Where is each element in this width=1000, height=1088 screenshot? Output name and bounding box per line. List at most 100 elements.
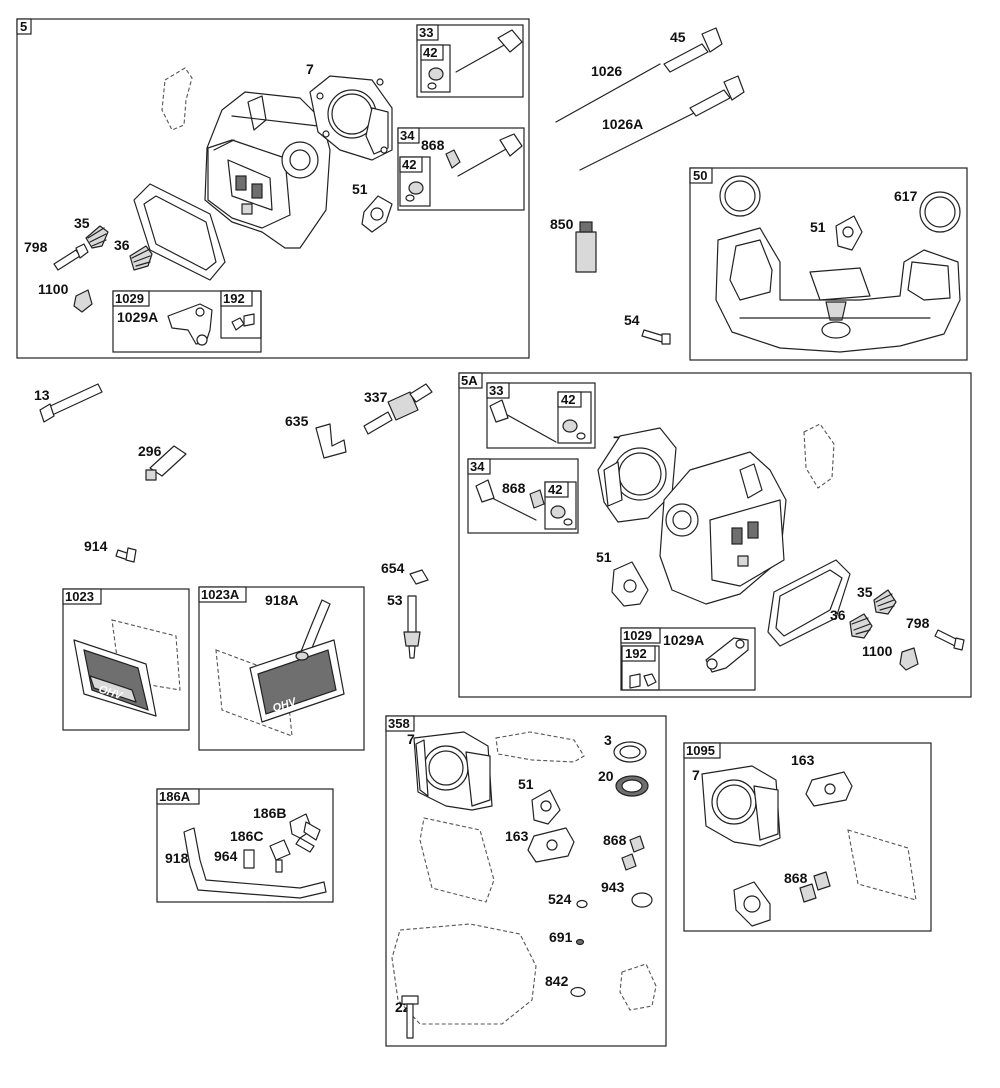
dowel-868d1[interactable]	[813, 871, 831, 891]
head-gasket-7b[interactable]	[597, 427, 677, 523]
oring-524[interactable]	[576, 899, 588, 909]
gasket-ring-617[interactable]	[919, 191, 961, 233]
valve-lifter-45[interactable]	[663, 27, 745, 117]
group-186A-tag: 186A	[159, 789, 191, 804]
oring-842[interactable]	[570, 986, 586, 998]
group-192b-tag: 192	[625, 646, 647, 661]
rocker-cover-gasket[interactable]	[133, 183, 226, 281]
screw-54[interactable]	[641, 329, 665, 343]
valve-cover-1023[interactable]: OHV	[73, 639, 157, 717]
group-5-tag: 5	[20, 19, 27, 34]
cylinder-head-5[interactable]	[204, 91, 331, 249]
oil-seal-20[interactable]	[615, 775, 649, 797]
label-20: 20	[598, 768, 614, 784]
label-35b: 35	[857, 584, 873, 600]
valve-spring-36[interactable]	[129, 245, 153, 271]
label-850: 850	[550, 216, 574, 232]
gasket-1095-small[interactable]	[733, 881, 771, 927]
label-35a: 35	[74, 215, 90, 231]
label-337: 337	[364, 389, 388, 405]
group-1095: 1095 7 163 868	[683, 742, 932, 932]
oring-943[interactable]	[631, 892, 653, 908]
label-798a: 798	[24, 239, 48, 255]
label-51: 51	[352, 181, 368, 197]
bolt-13[interactable]	[39, 383, 103, 423]
fitting-186C[interactable]	[269, 839, 291, 873]
part-1100b[interactable]	[899, 647, 919, 671]
group-34-tag: 34	[400, 128, 415, 143]
head-gasket-7[interactable]	[309, 75, 393, 161]
group-5: 5 7 51	[16, 18, 530, 359]
group-42d-tag: 42	[548, 482, 562, 497]
label-53: 53	[387, 592, 403, 608]
dowel-868b[interactable]	[529, 489, 545, 509]
label-7d: 7	[692, 767, 700, 783]
screw-798[interactable]	[53, 249, 81, 271]
label-54: 54	[624, 312, 640, 328]
fitting-186B[interactable]	[289, 813, 321, 853]
gasket-ring-left[interactable]	[719, 175, 761, 217]
exhaust-valve-34[interactable]	[457, 147, 509, 177]
label-1029A: 1029A	[117, 309, 158, 325]
group-50-tag: 50	[693, 168, 707, 183]
label-1100b: 1100	[862, 643, 893, 659]
rocker-gasket-5A[interactable]	[767, 559, 851, 647]
screw-914[interactable]	[115, 547, 137, 563]
group-1095-tag: 1095	[686, 743, 715, 758]
label-51b: 51	[810, 219, 826, 235]
label-943: 943	[601, 879, 625, 895]
seal-691[interactable]	[575, 938, 585, 946]
valve-spring-35[interactable]	[85, 225, 109, 249]
head-gasket-1095[interactable]	[701, 765, 781, 847]
label-842: 842	[545, 973, 569, 989]
group-358-tag: 358	[388, 716, 410, 731]
label-868c: 868	[603, 832, 627, 848]
group-5A-tag: 5A	[461, 373, 478, 388]
exhaust-valve-34b[interactable]	[487, 495, 537, 521]
hose-918[interactable]	[183, 827, 327, 899]
clamp-964[interactable]	[243, 849, 255, 869]
intake-manifold[interactable]	[715, 227, 961, 353]
valve-cover-1023A[interactable]: OHV	[249, 639, 345, 723]
seal-3[interactable]	[613, 741, 647, 763]
intake-valve-33b[interactable]	[501, 411, 557, 443]
head-gasket-358[interactable]	[413, 731, 493, 811]
dowel-868c2[interactable]	[621, 853, 637, 871]
stud-53[interactable]	[403, 595, 421, 659]
label-7c: 7	[407, 731, 415, 747]
dowel-868c1[interactable]	[629, 835, 645, 853]
group-42c-tag: 42	[561, 392, 575, 407]
elbow-635[interactable]	[315, 423, 347, 459]
label-524: 524	[548, 891, 572, 907]
label-296: 296	[138, 443, 162, 459]
label-868b: 868	[502, 480, 526, 496]
label-798b: 798	[906, 615, 930, 631]
group-42-tag: 42	[423, 45, 437, 60]
nut-192[interactable]	[231, 317, 245, 331]
group-1023-tag: 1023	[65, 589, 94, 604]
valve-spring-35b[interactable]	[873, 589, 897, 615]
pin-296[interactable]	[145, 445, 187, 481]
spark-plug-337[interactable]	[363, 383, 433, 435]
stud-192b[interactable]	[629, 673, 641, 689]
group-1029-tag: 1029	[115, 291, 144, 306]
dowel-868[interactable]	[445, 149, 461, 169]
label-51c: 51	[596, 549, 612, 565]
part-1100[interactable]	[73, 289, 93, 313]
label-617: 617	[894, 188, 918, 204]
group-1029b-tag: 1029	[623, 628, 652, 643]
label-13: 13	[34, 387, 50, 403]
nut-654[interactable]	[409, 569, 429, 585]
intake-valve-33[interactable]	[455, 43, 507, 73]
label-186B: 186B	[253, 805, 286, 821]
label-1029Ab: 1029A	[663, 632, 704, 648]
valve-spring-36b[interactable]	[849, 613, 873, 639]
bolt-22[interactable]	[401, 995, 419, 1039]
label-918A: 918A	[265, 592, 298, 608]
label-918: 918	[165, 850, 189, 866]
label-163b: 163	[791, 752, 815, 768]
pushrods[interactable]	[555, 63, 701, 171]
dowel-868d2[interactable]	[799, 883, 817, 903]
sealant-850[interactable]	[575, 221, 597, 273]
cylinder-head-5A[interactable]	[659, 451, 787, 605]
